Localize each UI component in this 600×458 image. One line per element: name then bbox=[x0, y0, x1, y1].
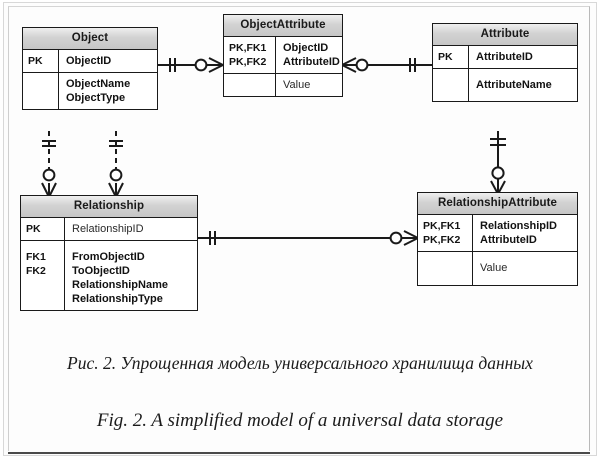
entity-object-attr-key-column bbox=[23, 73, 59, 109]
connector-object-to-relationship-from bbox=[36, 131, 62, 198]
page-bottom-rule bbox=[8, 452, 590, 454]
entity-attribute-key-column: PK bbox=[433, 46, 469, 68]
entity-relationshipattribute-key-fields: RelationshipID AttributeID bbox=[480, 220, 558, 246]
entity-relationshipattribute-key-section: PK,FK1 PK,FK2 RelationshipID AttributeID bbox=[418, 215, 577, 251]
entity-object-attr-section: ObjectName ObjectType bbox=[23, 72, 157, 109]
connector-objectattribute-to-attribute bbox=[341, 52, 432, 78]
entity-object-key-fields: ObjectID bbox=[66, 55, 112, 67]
entity-relationship-key-fields: RelationshipID bbox=[72, 223, 144, 235]
entity-object-key-column: PK bbox=[23, 50, 59, 72]
entity-objectattribute-attr-key-column bbox=[224, 74, 276, 96]
entity-relationship-title: Relationship bbox=[21, 196, 197, 218]
entity-object[interactable]: Object PK ObjectID ObjectName ObjectType bbox=[22, 27, 158, 110]
entity-relationship-attr-fields: FromObjectID ToObjectID RelationshipName… bbox=[72, 251, 168, 305]
entity-relationship[interactable]: Relationship PK RelationshipID FK1 FK2 F… bbox=[20, 195, 198, 311]
entity-relationship-key-column: PK bbox=[21, 218, 65, 240]
entity-relationshipattribute-attr-section: Value bbox=[418, 251, 577, 285]
entity-object-key-section: PK ObjectID bbox=[23, 50, 157, 72]
entity-relationship-attr-key-column: FK1 FK2 bbox=[21, 241, 65, 310]
entity-objectattribute-key-column: PK,FK1 PK,FK2 bbox=[224, 37, 276, 73]
figure-caption-english: Fig. 2. A simplified model of a universa… bbox=[96, 410, 504, 431]
entity-relationshipattribute-key-column: PK,FK1 PK,FK2 bbox=[418, 215, 473, 251]
entity-attribute-key-section: PK AttributeID bbox=[433, 46, 577, 68]
entity-relationshipattribute-title: RelationshipAttribute bbox=[418, 193, 577, 215]
entity-attribute-key-fields: AttributeID bbox=[476, 51, 533, 63]
entity-attribute-attr-key-column bbox=[433, 69, 469, 101]
connector-relationship-to-relationshipattribute bbox=[198, 225, 419, 251]
entity-relationship-key-section: PK RelationshipID bbox=[21, 218, 197, 240]
entity-relationshipattribute[interactable]: RelationshipAttribute PK,FK1 PK,FK2 Rela… bbox=[417, 192, 578, 286]
entity-objectattribute[interactable]: ObjectAttribute PK,FK1 PK,FK2 ObjectID A… bbox=[223, 14, 343, 97]
entity-objectattribute-attr-fields: Value bbox=[283, 79, 311, 91]
connector-object-to-objectattribute bbox=[157, 52, 224, 78]
entity-attribute-attr-section: AttributeName bbox=[433, 68, 577, 101]
entity-objectattribute-key-section: PK,FK1 PK,FK2 ObjectID AttributeID bbox=[224, 37, 342, 73]
entity-objectattribute-title: ObjectAttribute bbox=[224, 15, 342, 37]
entity-objectattribute-attr-section: Value bbox=[224, 73, 342, 96]
connector-attribute-to-relationshipattribute bbox=[485, 131, 511, 195]
entity-object-attr-fields: ObjectName ObjectType bbox=[66, 78, 131, 104]
connector-object-to-relationship-to bbox=[103, 131, 129, 198]
entity-attribute-attr-fields: AttributeName bbox=[476, 79, 552, 91]
entity-attribute-title: Attribute bbox=[433, 24, 577, 46]
entity-objectattribute-key-fields: ObjectID AttributeID bbox=[283, 42, 340, 68]
entity-object-title: Object bbox=[23, 28, 157, 50]
entity-relationshipattribute-attr-key-column bbox=[418, 252, 473, 285]
entity-attribute[interactable]: Attribute PK AttributeID AttributeName bbox=[432, 23, 578, 102]
figure-caption-russian: Рис. 2. Упрощенная модель универсального… bbox=[67, 353, 533, 373]
entity-relationship-attr-section: FK1 FK2 FromObjectID ToObjectID Relation… bbox=[21, 240, 197, 310]
entity-relationshipattribute-attr-fields: Value bbox=[480, 262, 508, 274]
